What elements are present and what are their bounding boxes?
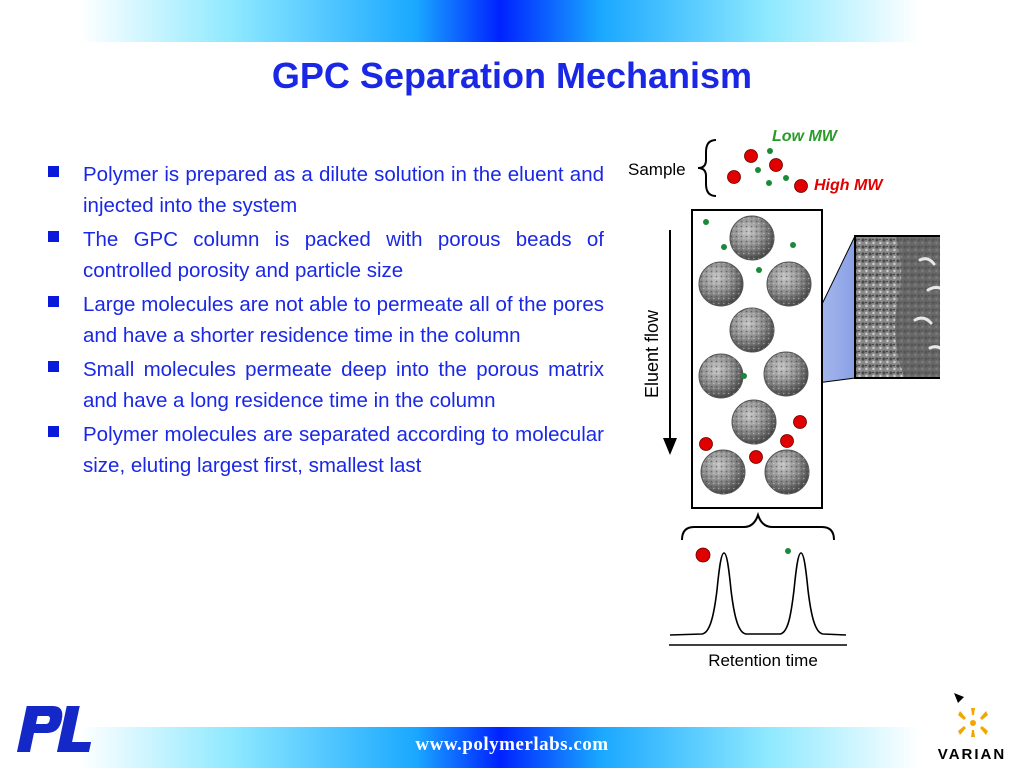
bullet-text: Small molecules permeate deep into the p… [83,358,604,412]
pore-structure-zoom [854,235,940,379]
low-mw-molecule [755,167,761,173]
column-low-mw-molecules [703,219,796,379]
porous-bead [731,399,777,445]
high-mw-molecule [727,170,741,184]
arrow-down-icon [663,230,677,455]
porous-bead [766,261,812,307]
bullet-text: Large molecules are not able to permeate… [83,293,604,347]
sample-brace [697,139,717,197]
square-bullet-icon [48,361,59,372]
low-mw-molecule [756,267,762,273]
low-mw-molecule [783,175,789,181]
high-mw-molecule [793,415,807,429]
sample-label: Sample [628,160,686,179]
high-mw-label: High MW [814,177,884,194]
bullet-text: Polymer molecules are separated accordin… [83,423,604,477]
bullet-text: Polymer is prepared as a dilute solution… [83,163,604,217]
high-mw-molecule [749,450,763,464]
porous-bead [698,261,744,307]
header-gradient-band [80,0,920,42]
square-bullet-icon [48,296,59,307]
high-mw-molecule [744,149,758,163]
low-mw-molecule [741,373,747,379]
low-mw-label: Low MW [772,128,839,145]
square-bullet-icon [48,426,59,437]
low-mw-molecule [721,244,727,250]
low-mw-molecule [703,219,709,225]
low-mw-molecule [766,180,772,186]
porous-bead [729,215,775,261]
elution-trace [669,552,847,636]
high-mw-molecule [695,547,711,563]
eluent-flow-label: Eluent flow [642,309,662,398]
bullet-item: Polymer molecules are separated accordin… [48,420,604,481]
varian-logo: VARIAN [920,688,1024,768]
footer-gradient-band [80,727,920,768]
bullet-item: The GPC column is packed with porous bea… [48,225,604,286]
gpc-diagram: Sample Low MW High MW Eluent flow [628,128,940,670]
porous-beads [698,215,812,495]
page-title: GPC Separation Mechanism [271,55,753,96]
square-bullet-icon [48,231,59,242]
porous-bead [729,307,775,353]
bullet-item: Polymer is prepared as a dilute solution… [48,160,604,221]
sample-small-molecules [755,148,789,186]
bullet-item: Small molecules permeate deep into the p… [48,355,604,416]
bullet-list: Polymer is prepared as a dilute solution… [48,160,604,485]
high-mw-molecule [794,179,808,193]
porous-bead [700,449,746,495]
column-high-mw-molecules [699,415,807,464]
varian-wordmark: VARIAN [937,746,1007,763]
high-mw-molecule [699,437,713,451]
low-mw-molecule [790,242,796,248]
sample-molecules [727,149,808,193]
output-brace [681,511,835,541]
retention-time-label: Retention time [708,651,818,670]
pl-logo [14,700,104,758]
porous-bead [698,353,744,399]
low-mw-molecule [785,548,791,554]
low-mw-molecule [767,148,773,154]
high-mw-molecule [769,158,783,172]
high-mw-molecule [780,434,794,448]
square-bullet-icon [48,166,59,177]
bullet-text: The GPC column is packed with porous bea… [83,228,604,282]
footer-url[interactable]: www.polymerlabs.com [415,734,609,755]
porous-bead [764,449,810,495]
porous-bead [763,351,809,397]
bullet-item: Large molecules are not able to permeate… [48,290,604,351]
chromatogram: Retention time [669,547,847,670]
